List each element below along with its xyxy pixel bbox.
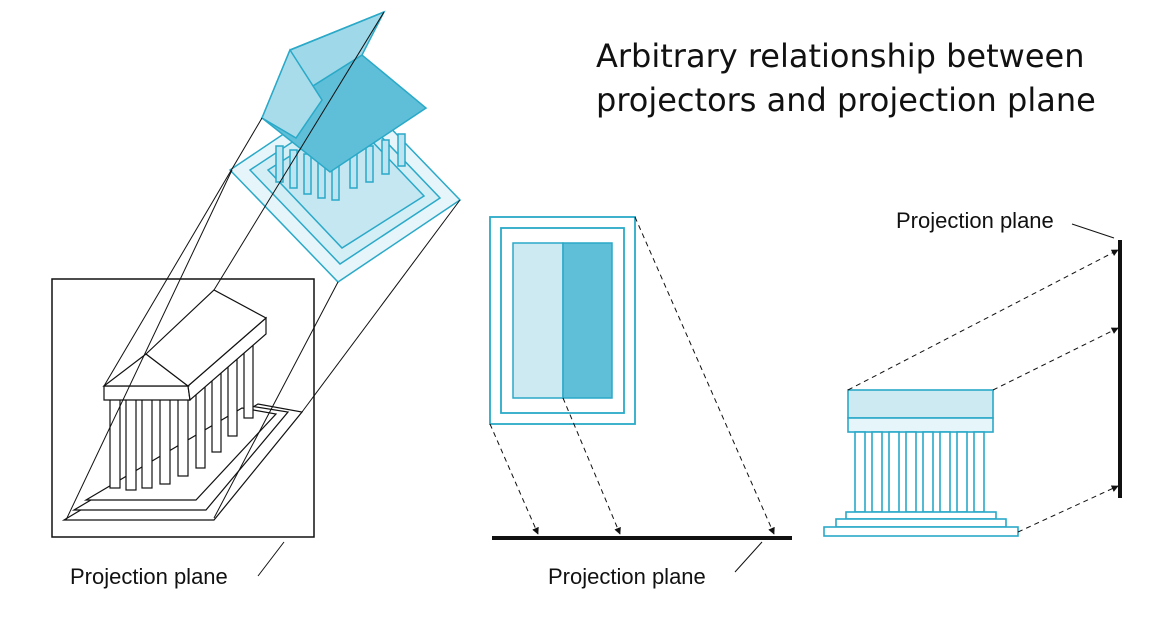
caption-right-projection-plane: Projection plane: [896, 208, 1054, 233]
bw-temple: [61, 289, 304, 521]
left-caption-leader: [257, 541, 285, 577]
caption-middle-projection-plane: Projection plane: [548, 564, 706, 589]
left-projectors: [65, 11, 461, 521]
caption-left-projection-plane: Projection plane: [70, 564, 228, 589]
middle-projectors: [489, 216, 775, 535]
middle-caption-leader: [734, 541, 763, 573]
cyan-temple: [228, 10, 462, 283]
title-line-2: projectors and projection plane: [596, 81, 1096, 119]
mid-roof-left: [512, 242, 564, 399]
right-projectors: [847, 249, 1119, 533]
middle-figure: [489, 216, 792, 573]
mid-roof-right: [562, 242, 613, 399]
right-caption-leader: [1071, 223, 1115, 239]
right-figure: [823, 223, 1122, 537]
title-line-1: Arbitrary relationship between: [596, 37, 1085, 75]
right-temple: [823, 389, 1019, 537]
left-figure: [51, 10, 462, 577]
